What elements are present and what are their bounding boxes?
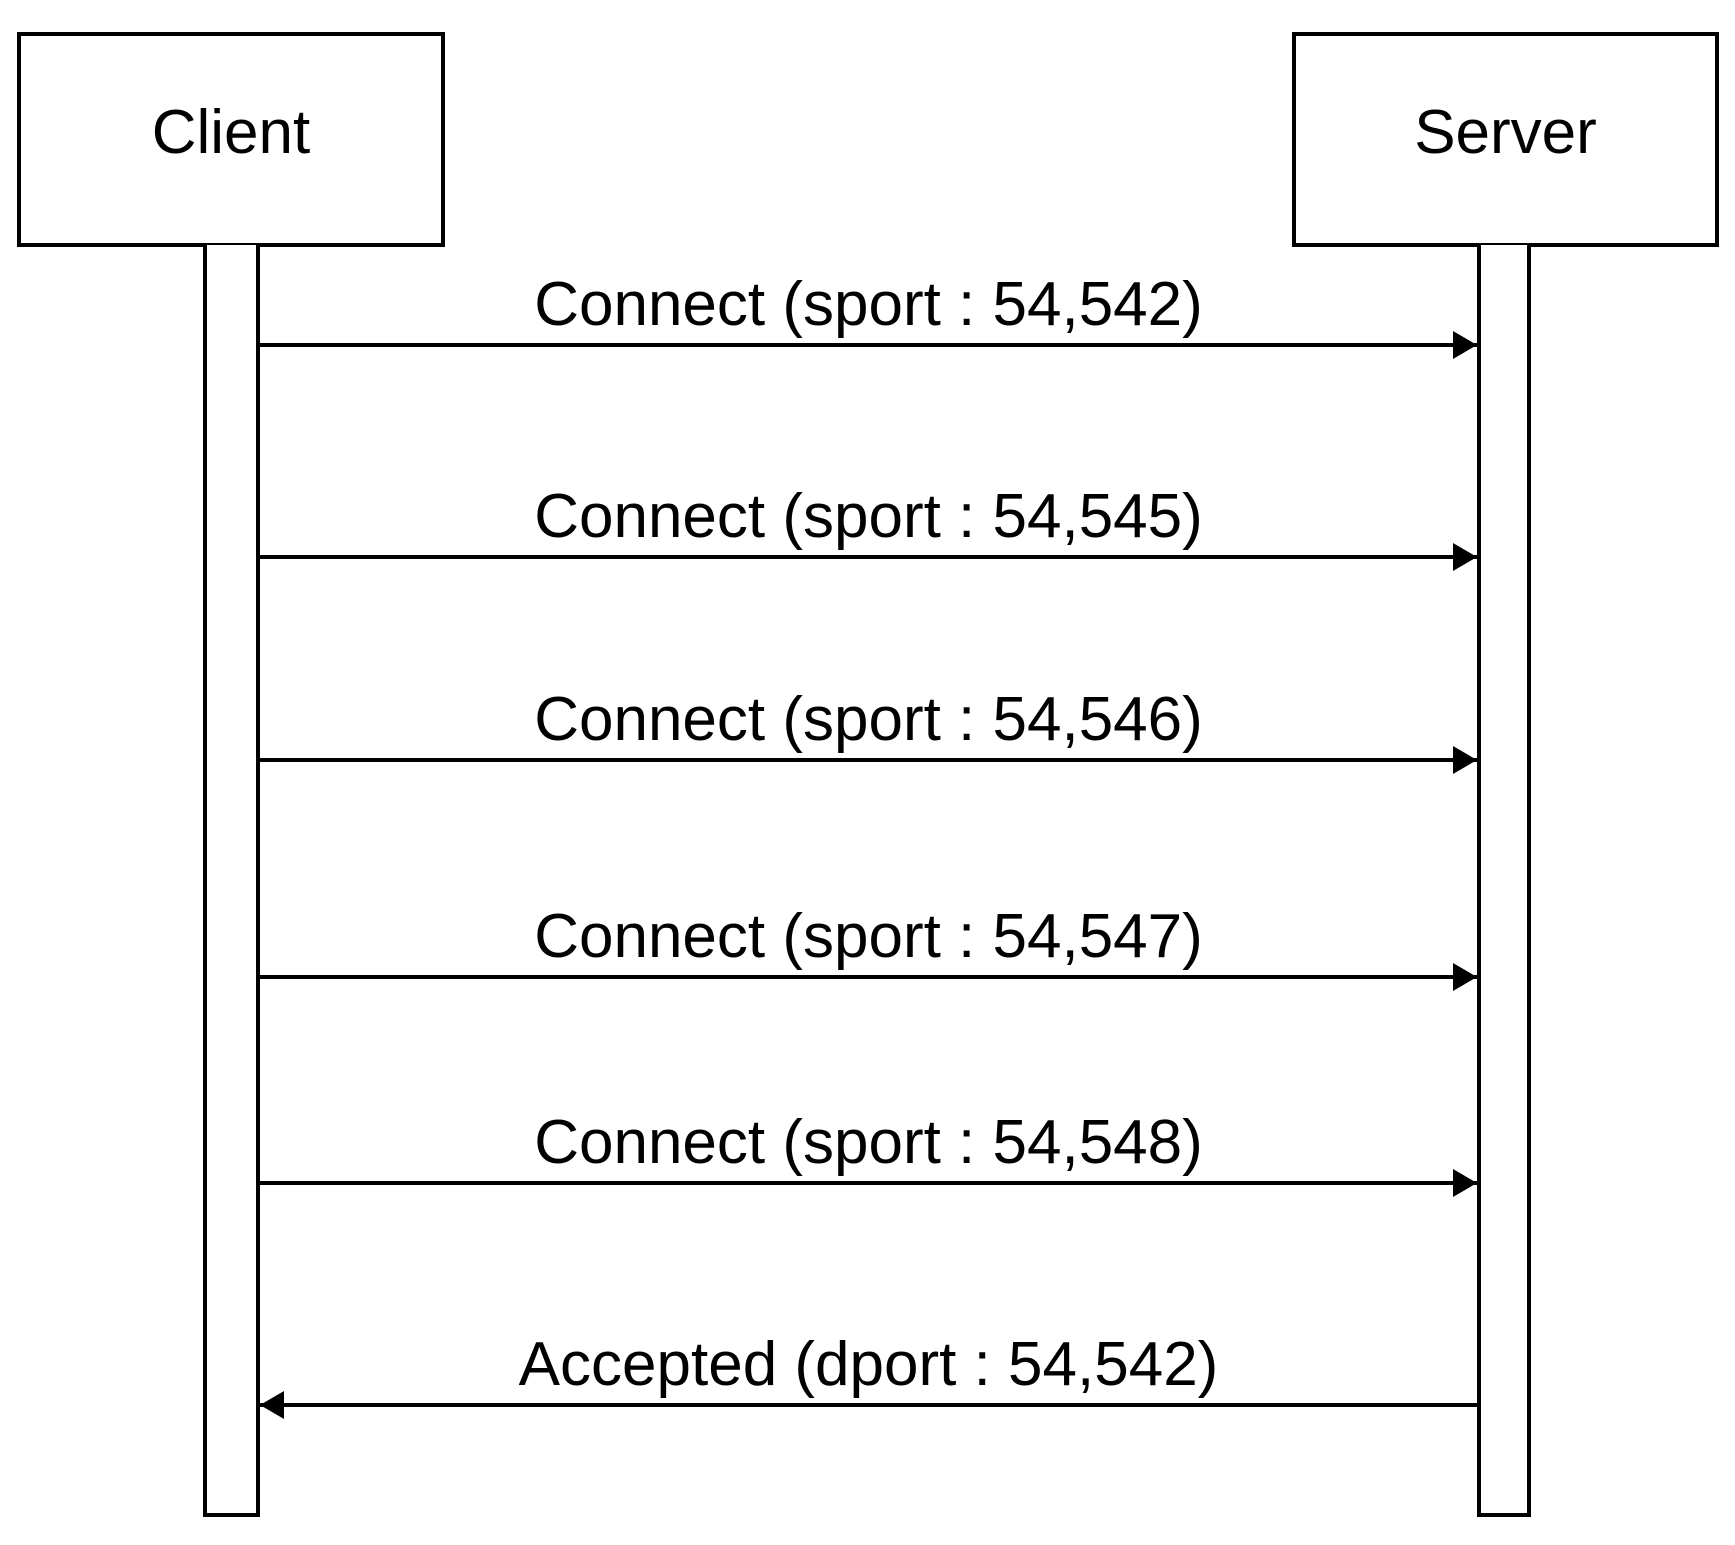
message-label: Connect (sport : 54,542): [534, 269, 1203, 339]
arrow-line: [260, 343, 1477, 347]
arrow-line: [260, 555, 1477, 559]
arrowhead-right-icon: [1453, 1169, 1477, 1197]
arrowhead-right-icon: [1453, 746, 1477, 774]
arrowhead-right-icon: [1453, 331, 1477, 359]
arrow-line: [260, 1181, 1477, 1185]
server-actor-label: Server: [1414, 97, 1597, 167]
client-lifeline-bar: [203, 245, 260, 1517]
message-label: Connect (sport : 54,548): [534, 1107, 1203, 1177]
server-actor-box: Server: [1292, 32, 1719, 247]
message-label: Accepted (dport : 54,542): [518, 1329, 1219, 1399]
server-lifeline-bar: [1477, 245, 1531, 1517]
arrow-line: [260, 1403, 1477, 1407]
message-label: Connect (sport : 54,547): [534, 901, 1203, 971]
arrowhead-right-icon: [1453, 543, 1477, 571]
client-actor-label: Client: [151, 97, 311, 167]
arrowhead-left-icon: [260, 1391, 284, 1419]
arrow-line: [260, 975, 1477, 979]
message-label: Connect (sport : 54,546): [534, 684, 1203, 754]
message-label: Connect (sport : 54,545): [534, 481, 1203, 551]
arrow-line: [260, 758, 1477, 762]
arrowhead-right-icon: [1453, 963, 1477, 991]
client-actor-box: Client: [17, 32, 445, 247]
